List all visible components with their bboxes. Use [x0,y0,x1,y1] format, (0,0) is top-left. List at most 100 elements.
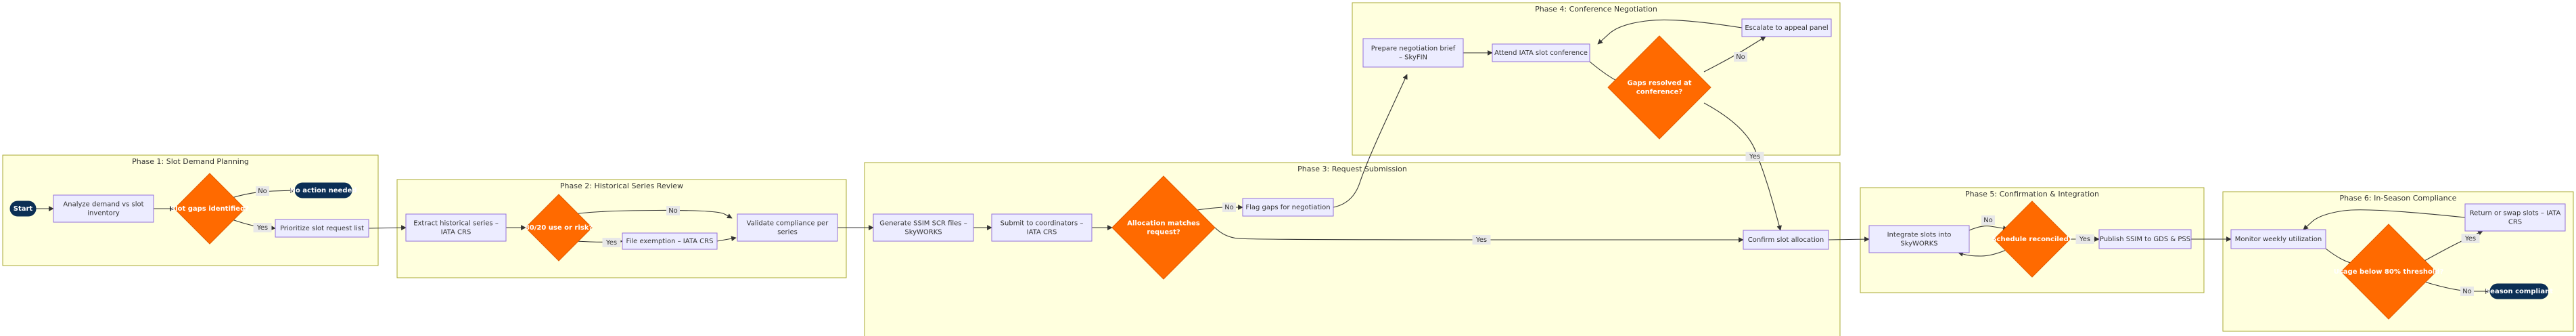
node-label: Usage below 80% threshold? [2334,268,2444,276]
edge-label-text: Yes [256,224,268,232]
node-reconciled: Schedule reconciled? [1992,201,2073,278]
node-label: Analyze demand vs slot [63,201,143,209]
node-flag: Flag gaps for negotiation [1242,198,1334,217]
decision-diamond [174,173,246,245]
edge-label-bg [1981,215,1995,225]
node-label: IATA CRS [441,229,472,236]
node-label: Validate compliance per [747,220,829,228]
process-box [1492,43,1590,62]
edge-label-bg [666,206,680,215]
node-label: conference? [1636,89,1683,96]
node-label: – SkyFIN [1399,54,1427,62]
edge-use-to-validate [574,209,733,219]
edge-label: Yes [1472,235,1491,245]
edge-gaps-to-noaction [231,188,296,198]
edge-resolved-to-confirm [1703,102,1782,231]
node-label: 80/20 use or risk? [525,224,593,232]
edge-label-text: Yes [1475,236,1487,244]
process-box [737,213,838,242]
phase-title: Phase 4: Conference Negotiation [1535,5,1657,14]
edge-label-bg [1734,52,1747,62]
node-label: Publish SSIM to GDS & PSS [2100,236,2190,243]
process-box [1362,38,1464,68]
node-exemption: File exemption – IATA CRS [622,232,718,250]
process-box [2464,203,2566,232]
decision-diamond [1111,175,1216,280]
node-label: CRS [2508,219,2522,226]
node-monitor: Monitor weekly utilization [2230,229,2326,249]
edge-label-bg [256,186,269,196]
node-label: Season compliant [2485,288,2553,295]
terminal-pill [294,182,352,198]
edge-confirm-to-integrate [1828,236,1870,242]
node-label: Flag gaps for negotiation [1245,204,1330,211]
node-label: inventory [87,210,120,217]
node-label: Attend IATA slot conference [1494,49,1588,57]
node-label: Escalate to appeal panel [1745,24,1828,32]
node-label: Prepare negotiation brief [1371,45,1456,53]
phase-title: Phase 1: Slot Demand Planning [132,157,249,166]
edge-label: No [1222,203,1236,212]
phase-p3: Phase 3: Request Submission [864,162,1841,336]
node-prepare: Prepare negotiation brief– SkyFIN [1362,38,1464,68]
edge-match-to-confirm [1214,227,1744,243]
edge-label-text: Yes [2464,235,2476,243]
process-box [1743,230,1829,250]
node-attend: Attend IATA slot conference [1492,43,1590,62]
edge-label-text: Yes [605,239,617,247]
edge-label-bg [253,223,272,232]
node-publish: Publish SSIM to GDS & PSS [2098,229,2192,249]
edge-label-text: No [1224,204,1234,211]
phase-container [864,162,1841,336]
node-label: series [777,229,798,236]
edge-label: Yes [602,238,621,247]
decision-diamond [1607,35,1711,140]
node-escalate: Escalate to appeal panel [1741,18,1832,37]
edge-label-bg [2461,234,2480,243]
process-box [1242,198,1334,217]
node-label: Submit to coordinators – [1001,220,1084,228]
edge-label: No [1734,52,1747,62]
phase-title: Phase 3: Request Submission [1297,165,1407,173]
edge-label: No [1981,215,1995,225]
edge-label-bg [1222,203,1236,212]
phase-title: Phase 2: Historical Series Review [560,182,683,190]
edge-reconciled-to-integrate [1958,249,2008,257]
edge-label-bg [2460,287,2474,296]
node-usage: Usage below 80% threshold? [2334,224,2444,320]
node-label: Generate SSIM SCR files – [879,220,967,228]
edge-resolved-to-escalate [1703,36,1766,72]
node-label: Allocation matches [1127,220,1200,228]
process-box [873,213,974,242]
edge-label: No [2460,287,2474,296]
edge-flag-to-prepare [1333,74,1408,208]
node-label: Integrate slots into [1887,232,1952,239]
edge-label-bg [1472,235,1491,245]
process-box [53,194,154,223]
process-box [1741,18,1832,37]
edge-exemption-to-validate [716,236,737,242]
edge-label-bg [602,238,621,247]
edge-integrate-to-reconciled [1969,226,2008,231]
process-box [405,213,507,242]
decision-diamond [1994,201,2071,278]
terminal-pill [9,201,37,217]
node-label: Prioritize slot request list [280,225,364,232]
edge-label: No [666,206,680,215]
process-box [1868,225,1970,253]
node-prioritize: Prioritize slot request list [275,219,369,238]
node-start: Start [9,201,37,217]
edge-label: Yes [2075,234,2094,244]
edge-label: Yes [253,223,272,232]
phase-title: Phase 6: In-Season Compliance [2340,194,2457,203]
decision-diamond [2341,224,2437,320]
process-box [275,219,369,238]
node-extract: Extract historical series –IATA CRS [405,213,507,242]
node-generate: Generate SSIM SCR files –SkyWORKS [873,213,974,242]
